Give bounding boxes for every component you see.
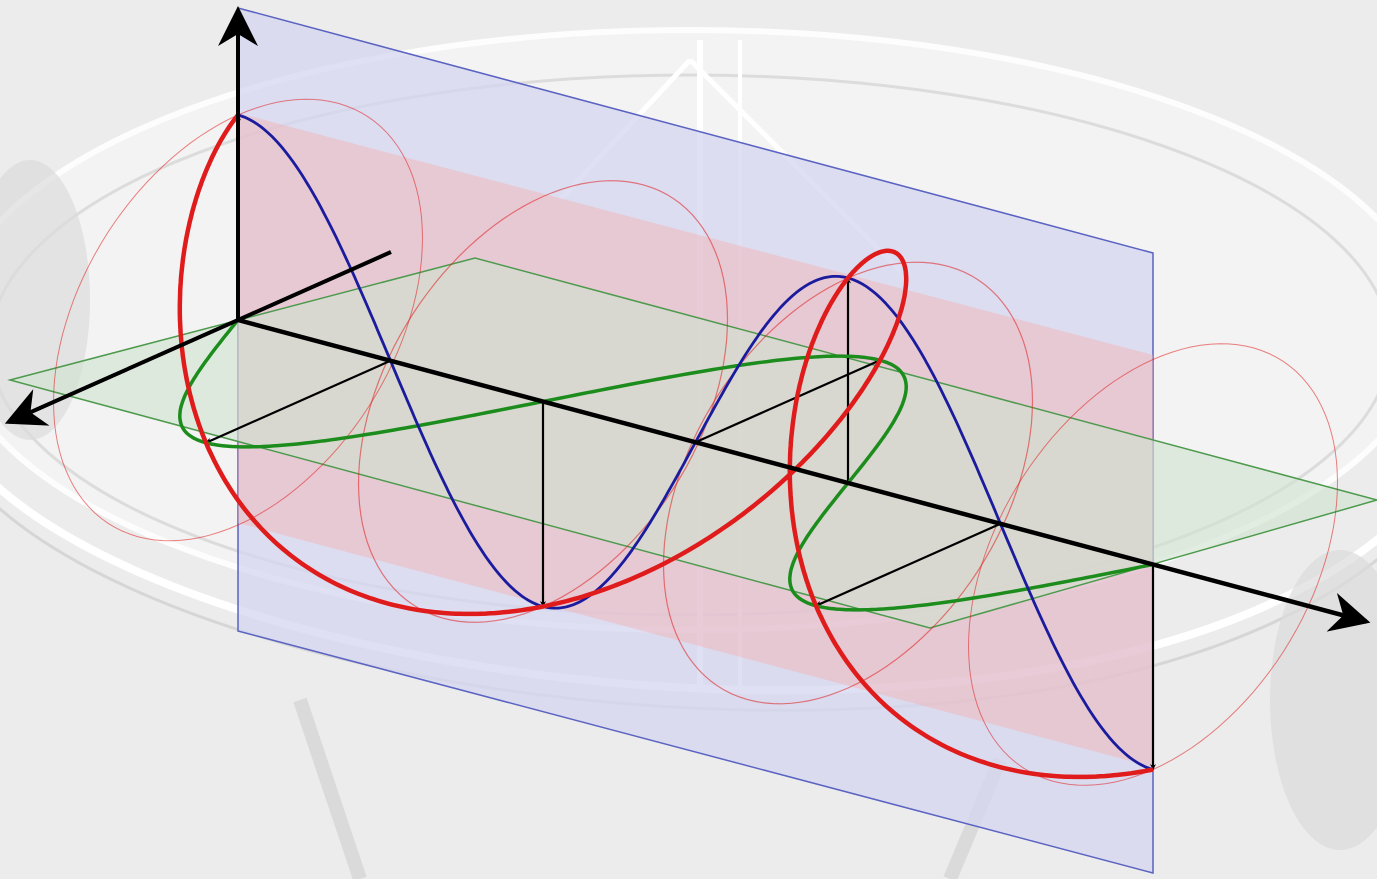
resultant-helix [177, 113, 1154, 780]
horizontal-field-vector [205, 359, 391, 444]
horizontal-axis [4, 250, 392, 426]
coordinate-axes [4, 6, 1371, 632]
cylinder-ring [53, 98, 424, 542]
cylinder-ring [968, 343, 1339, 786]
cylinder-ring [357, 180, 729, 623]
cylinder-ring [662, 261, 1034, 705]
horizontal-field-vector [695, 359, 881, 444]
horizontal-field-vector [815, 522, 1001, 607]
cylinder-circles [53, 98, 1339, 786]
support-strut [293, 697, 367, 879]
propagation-axis [237, 317, 1371, 632]
